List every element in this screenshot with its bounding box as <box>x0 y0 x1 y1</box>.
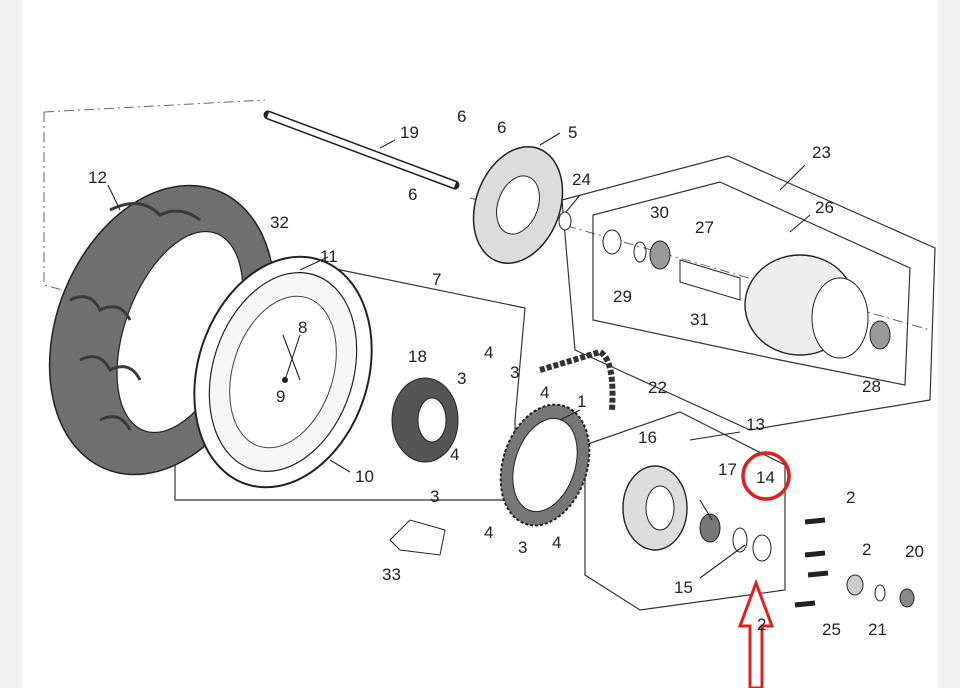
label-11: 11 <box>320 247 338 266</box>
label-12: 12 <box>88 168 107 187</box>
label-3-c: 3 <box>430 487 439 506</box>
label-30: 30 <box>650 203 669 222</box>
label-3-d: 3 <box>518 538 527 557</box>
label-3-b: 3 <box>457 369 466 388</box>
label-8: 8 <box>298 318 307 337</box>
label-19: 19 <box>400 123 419 142</box>
label-23: 23 <box>812 143 831 162</box>
label-13: 13 <box>746 415 765 434</box>
rim-10 <box>193 255 373 489</box>
label-4-c: 4 <box>450 445 459 464</box>
circlip-21 <box>874 584 886 602</box>
label-5: 5 <box>568 123 577 142</box>
nut-20 <box>899 588 915 608</box>
part-labels: 12 19 6 6 5 6 24 23 26 30 27 29 31 28 32… <box>88 107 924 639</box>
hub-group-box-23 <box>561 155 936 431</box>
sprocket-carrier-16 <box>622 465 772 562</box>
diagram-frame: 12 19 6 6 5 6 24 23 26 30 27 29 31 28 32… <box>22 0 938 688</box>
label-10: 10 <box>355 467 374 486</box>
label-24: 24 <box>572 170 591 189</box>
chain-22 <box>539 348 616 411</box>
label-31: 31 <box>690 310 709 329</box>
label-20: 20 <box>905 542 924 561</box>
label-32: 32 <box>270 213 289 232</box>
bolts-2 <box>794 517 829 608</box>
label-17: 17 <box>718 460 737 479</box>
label-6-a: 6 <box>457 107 466 126</box>
label-25: 25 <box>822 620 841 639</box>
label-6-c: 6 <box>408 185 417 204</box>
label-2-b: 2 <box>862 540 871 559</box>
exploded-wheel-diagram: 12 19 6 6 5 6 24 23 26 30 27 29 31 28 32… <box>43 99 936 688</box>
label-1: 1 <box>577 392 586 411</box>
label-4-b: 4 <box>540 383 549 402</box>
highlight-arrow-icon <box>737 578 775 688</box>
label-15: 15 <box>674 578 693 597</box>
label-7: 7 <box>432 270 441 289</box>
label-33: 33 <box>382 565 401 584</box>
brake-disc-5 <box>472 146 564 264</box>
label-26: 26 <box>815 198 834 217</box>
label-29: 29 <box>613 287 632 306</box>
label-4-e: 4 <box>552 533 561 552</box>
carrier-box-13 <box>584 411 786 611</box>
label-2-a: 2 <box>846 488 855 507</box>
bushing-25 <box>846 574 864 596</box>
label-21: 21 <box>868 620 887 639</box>
label-2-c: 2 <box>757 615 766 634</box>
sprocket-1 <box>499 403 591 527</box>
label-22: 22 <box>648 378 667 397</box>
damper-18 <box>391 377 459 463</box>
highlight-circle <box>741 451 791 501</box>
chain-guide-33 <box>389 519 446 556</box>
label-28: 28 <box>862 377 881 396</box>
label-18: 18 <box>408 347 427 366</box>
leader-lines <box>107 132 811 579</box>
label-6-b: 6 <box>497 118 506 137</box>
spacer-24 <box>558 211 572 231</box>
label-4-a: 4 <box>484 343 493 362</box>
label-4-d: 4 <box>484 523 493 542</box>
label-9: 9 <box>276 387 285 406</box>
hub-26 <box>602 229 891 359</box>
hub-inner-box-26 <box>592 181 911 386</box>
label-16: 16 <box>638 428 657 447</box>
label-14: 14 <box>756 468 775 487</box>
label-3-a: 3 <box>510 363 519 382</box>
axle-19 <box>263 110 460 190</box>
label-27: 27 <box>695 218 714 237</box>
spacer-14 <box>752 534 772 562</box>
